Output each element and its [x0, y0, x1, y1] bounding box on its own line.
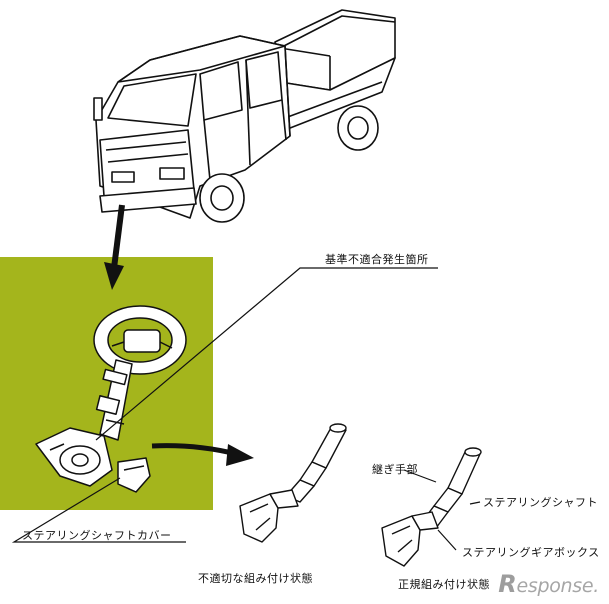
- truck-illustration: [93, 9, 396, 223]
- response-watermark: Response.: [498, 570, 599, 598]
- joint-label: 継ぎ手部: [372, 463, 418, 476]
- proper-assembly-drawing: [381, 447, 482, 567]
- defect-location-label: 基準不適合発生箇所: [325, 253, 429, 266]
- watermark-mark: R: [498, 570, 517, 598]
- steering-shaft-cover-label: ステアリングシャフトカバー: [22, 529, 172, 542]
- watermark-text: esponse.: [516, 575, 599, 597]
- down-arrow-icon: [104, 204, 125, 290]
- steering-assembly: [35, 305, 187, 493]
- improper-assembly-label: 不適切な組み付け状態: [198, 572, 313, 585]
- steering-shaft-label: ステアリングシャフト: [483, 496, 598, 509]
- improper-assembly-drawing: [239, 423, 347, 543]
- leader-lines: [11, 267, 481, 551]
- right-arrow-icon: [151, 443, 254, 466]
- steering-gearbox-label: ステアリングギアボックス: [462, 546, 600, 559]
- proper-assembly-label: 正規組み付け状態: [398, 578, 490, 591]
